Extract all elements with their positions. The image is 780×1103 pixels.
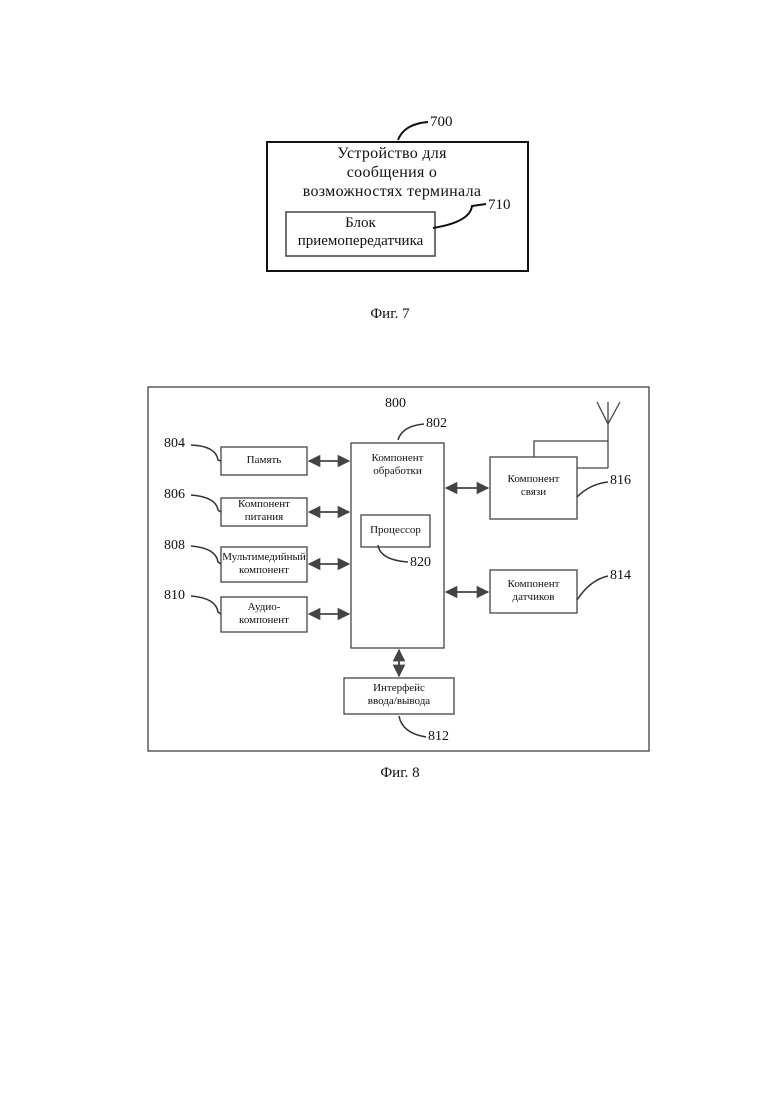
- processor-label: Процессор: [361, 524, 430, 537]
- io-label: Интерфейс ввода/вывода: [344, 682, 454, 708]
- power-label: Компонент питания: [221, 498, 307, 524]
- leader-810: [191, 596, 221, 614]
- leader-804: [191, 445, 221, 461]
- leader-812: [399, 716, 426, 737]
- audio-label: Аудио- компонент: [221, 601, 307, 627]
- ref-806: 806: [164, 487, 185, 503]
- ref-812: 812: [428, 729, 449, 745]
- ref-802: 802: [426, 416, 447, 432]
- leader-816: [577, 482, 608, 497]
- ref-810: 810: [164, 588, 185, 604]
- multimedia-label: Мультимедийный компонент: [217, 551, 311, 577]
- device-label: Устройство для сообщения о возможностях …: [290, 144, 494, 202]
- leader-806: [191, 495, 221, 512]
- ref-808: 808: [164, 538, 185, 554]
- communication-label: Компонент связи: [490, 473, 577, 499]
- leader-710: [433, 204, 486, 228]
- ref-816: 816: [610, 473, 631, 489]
- fig8-caption: Фиг. 8: [350, 764, 450, 782]
- ref-710: 710: [488, 197, 511, 214]
- leader-800: [398, 424, 424, 440]
- transceiver-label: Блок приемопередатчика: [286, 214, 435, 250]
- sensor-label: Компонент датчиков: [490, 578, 577, 604]
- ref-814: 814: [610, 568, 631, 584]
- ref-804: 804: [164, 436, 185, 452]
- leader-814: [577, 576, 608, 600]
- ref-800: 800: [385, 396, 406, 412]
- leader-700: [398, 122, 428, 140]
- ref-700: 700: [430, 114, 453, 131]
- ref-820: 820: [410, 555, 431, 571]
- processing-label: Компонент обработки: [351, 452, 444, 478]
- fig7-caption: Фиг. 7: [340, 305, 440, 323]
- memory-label: Память: [221, 454, 307, 467]
